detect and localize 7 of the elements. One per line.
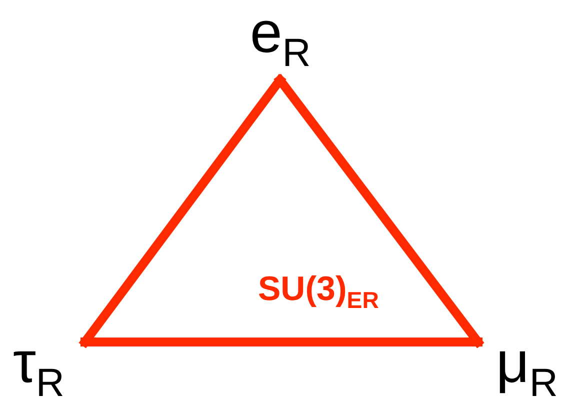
vertex-label: τ$_{R}$ (13, 334, 64, 404)
triangle-side (276, 76, 482, 346)
vertex-label: μ$_{R}$ (496, 334, 558, 404)
triangle-side (80, 338, 482, 346)
group-label: SU(3)$_{ER}$ (258, 270, 379, 314)
vertex-label: e$_{R}$ (250, 4, 311, 74)
triangle-side (80, 76, 284, 346)
